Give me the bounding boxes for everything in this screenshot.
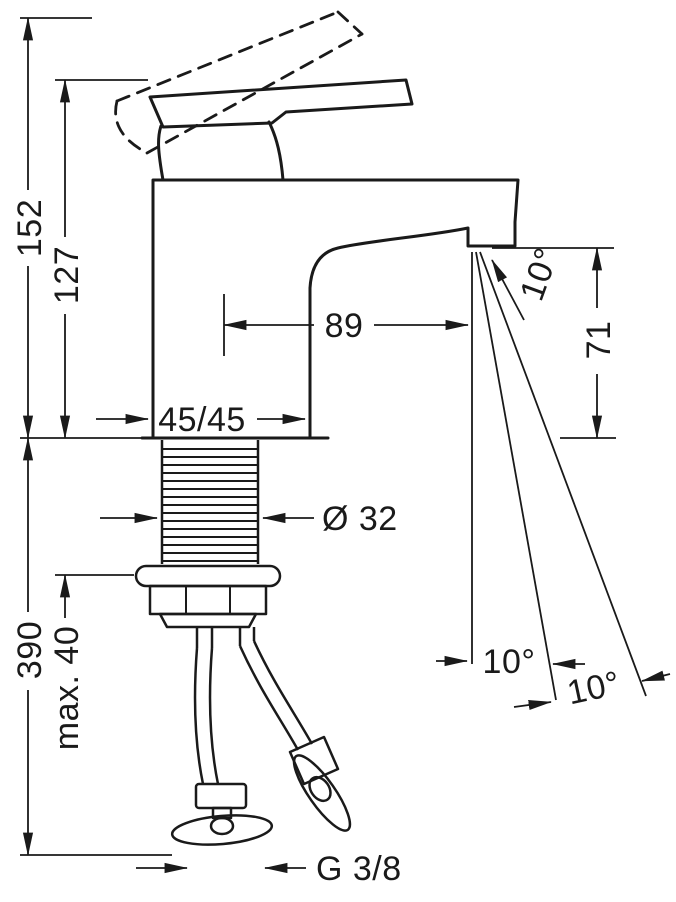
label-hose-length: 390 xyxy=(11,621,49,679)
label-spout-top-height: 127 xyxy=(48,246,86,304)
label-connection-thread: G 3/8 xyxy=(316,850,402,888)
supply-hoses xyxy=(170,627,352,846)
raised-handle-dashed xyxy=(114,10,364,155)
dimension-lines xyxy=(22,17,671,874)
label-max-counter-thickness: max. 40 xyxy=(48,626,86,750)
dimension-labels: 152 127 89 45/45 Ø 32 71 390 max. 40 G 3… xyxy=(11,199,624,888)
label-angle-outer: 10° xyxy=(564,664,624,712)
spray-angle-lines xyxy=(471,251,647,701)
threaded-shank xyxy=(160,440,260,564)
label-hole-diameter: Ø 32 xyxy=(322,500,398,538)
label-base-size: 45/45 xyxy=(158,401,246,439)
label-spray-angle: 10° xyxy=(513,243,567,306)
label-outlet-height: 71 xyxy=(580,321,618,360)
label-angle-inner: 10° xyxy=(483,643,536,681)
faucet-outline xyxy=(140,78,520,440)
label-spout-reach: 89 xyxy=(325,307,364,345)
label-overall-height: 152 xyxy=(11,199,49,257)
mounting-hardware xyxy=(134,564,282,629)
